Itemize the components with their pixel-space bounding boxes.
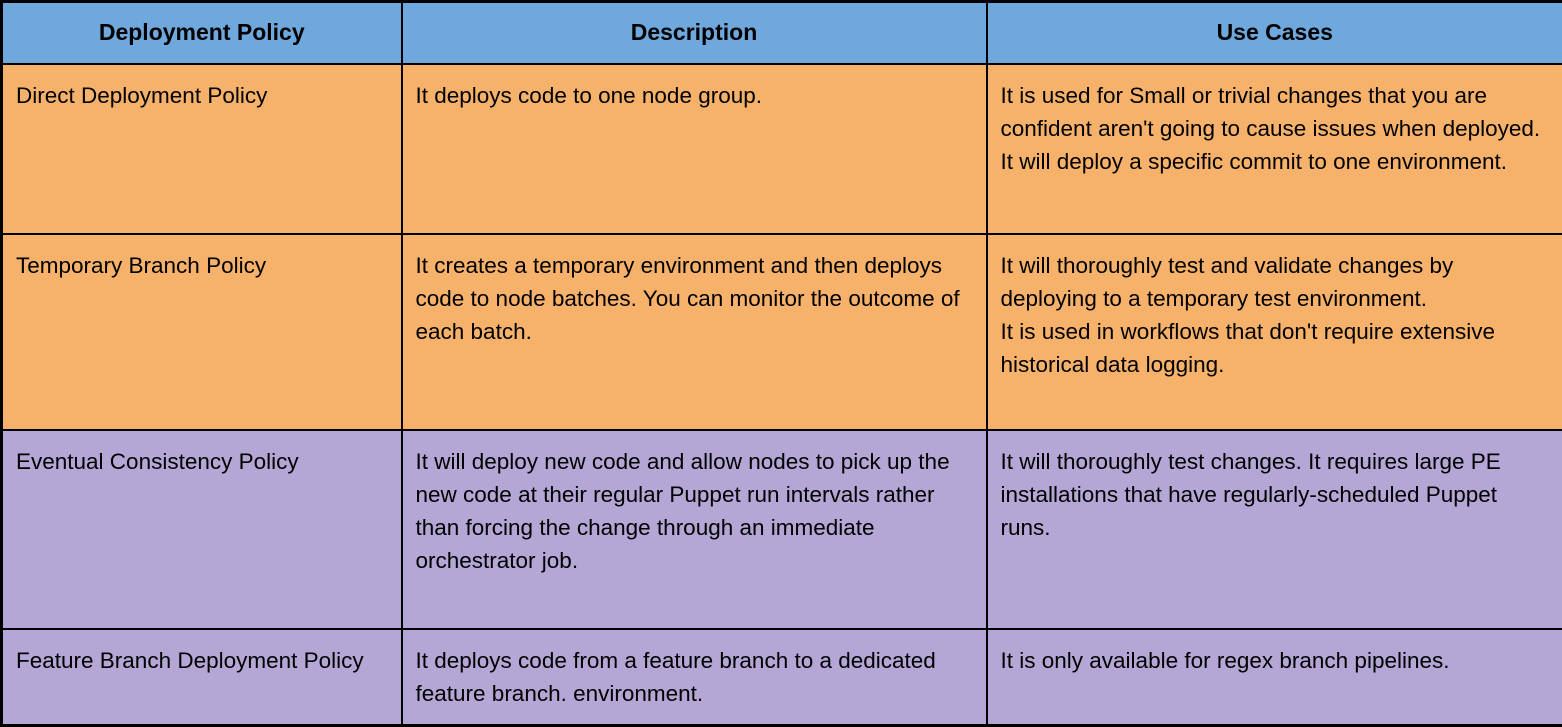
policy-description-cell: It deploys code to one node group. [402, 64, 987, 234]
table-row: Direct Deployment Policy It deploys code… [2, 64, 1562, 234]
table-header-row: Deployment Policy Description Use Cases [2, 2, 1562, 64]
policy-use-cases-cell: It is only available for regex branch pi… [987, 629, 1562, 726]
policy-use-cases-cell: It is used for Small or trivial changes … [987, 64, 1562, 234]
policy-name-cell: Feature Branch Deployment Policy [2, 629, 402, 726]
column-header-description: Description [402, 2, 987, 64]
policy-description-cell: It creates a temporary environment and t… [402, 234, 987, 430]
policy-name-cell: Temporary Branch Policy [2, 234, 402, 430]
policy-use-cases-cell: It will thoroughly test and validate cha… [987, 234, 1562, 430]
table-row: Eventual Consistency Policy It will depl… [2, 430, 1562, 629]
policy-use-cases-cell: It will thoroughly test changes. It requ… [987, 430, 1562, 629]
policy-name-cell: Eventual Consistency Policy [2, 430, 402, 629]
policy-name-cell: Direct Deployment Policy [2, 64, 402, 234]
table-row: Temporary Branch Policy It creates a tem… [2, 234, 1562, 430]
policy-description-cell: It will deploy new code and allow nodes … [402, 430, 987, 629]
column-header-use-cases: Use Cases [987, 2, 1562, 64]
policy-description-cell: It deploys code from a feature branch to… [402, 629, 987, 726]
table-row: Feature Branch Deployment Policy It depl… [2, 629, 1562, 726]
column-header-deployment-policy: Deployment Policy [2, 2, 402, 64]
